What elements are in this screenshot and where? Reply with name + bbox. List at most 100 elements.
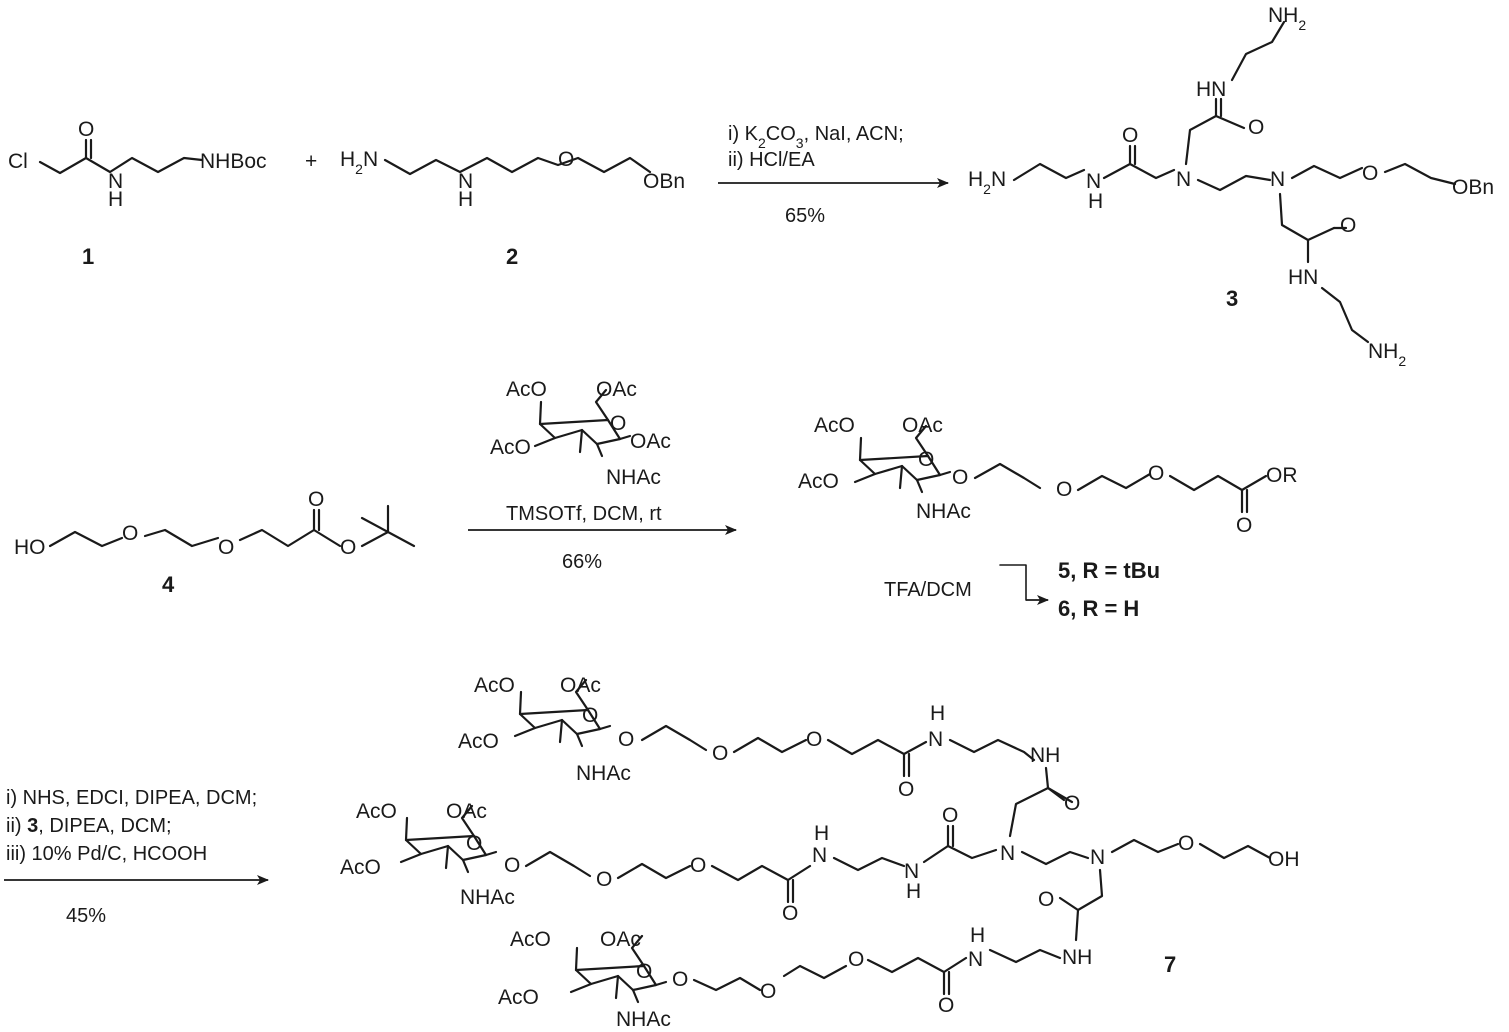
atom-oac: OAc <box>446 800 487 823</box>
atom-o: O <box>712 742 728 765</box>
atom-ho: HO <box>14 536 46 559</box>
compound-number-3: 3 <box>1226 286 1238 311</box>
atom-o: O <box>78 118 94 141</box>
atom-n: N <box>1086 170 1101 193</box>
atom-o: O <box>938 994 954 1017</box>
atom-o: O <box>1038 888 1054 911</box>
atom-aco: AcO <box>490 436 531 459</box>
atom-o: O <box>1340 214 1356 237</box>
atom-o: O <box>636 960 652 983</box>
atom-oac: OAc <box>560 674 601 697</box>
atom-obn: OBn <box>1452 176 1494 199</box>
compound-label-5: 5, R = tBu <box>1058 558 1160 583</box>
atom-o: O <box>610 412 626 435</box>
atom-o: O <box>1122 124 1138 147</box>
atom-o: O <box>1148 462 1164 485</box>
compound-number-2: 2 <box>506 244 518 269</box>
atom-o: O <box>504 854 520 877</box>
atom-o: O <box>618 728 634 751</box>
atom-n: N <box>968 948 983 971</box>
atom-h: H <box>814 822 829 845</box>
atom-o: O <box>690 854 706 877</box>
atom-hn: HN <box>1196 78 1226 101</box>
atom-o: O <box>1236 514 1252 537</box>
atom-n: N <box>928 728 943 751</box>
atom-nh: NH <box>1030 744 1060 767</box>
atom-o: O <box>760 980 776 1003</box>
compound-label-6: 6, R = H <box>1058 596 1139 621</box>
atom-n: N <box>1090 846 1105 869</box>
atom-n: N <box>1176 168 1191 191</box>
atom-o: O <box>942 804 958 827</box>
atom-oac: OAc <box>596 378 637 401</box>
atom-n: N <box>1000 842 1015 865</box>
atom-o: O <box>782 902 798 925</box>
atom-aco: AcO <box>814 414 855 437</box>
atom-o: O <box>596 868 612 891</box>
atom-obn: OBn <box>643 170 685 193</box>
atom-h2n: H2N <box>340 148 378 177</box>
atom-aco: AcO <box>458 730 499 753</box>
atom-o: O <box>1064 792 1080 815</box>
compound-4: HO O O O O 4 <box>14 488 416 597</box>
atom-o: O <box>1056 478 1072 501</box>
step4-conditions-line1: i) NHS, EDCI, DIPEA, DCM; <box>6 787 257 809</box>
atom-nh2: NH2 <box>1368 340 1406 369</box>
atom-aco: AcO <box>498 986 539 1009</box>
step2-yield: 66% <box>562 551 602 573</box>
step1-yield: 65% <box>785 205 825 227</box>
atom-n: N <box>904 860 919 883</box>
glycosyl-donor: AcO OAc AcO O OAc NHAc <box>490 378 671 489</box>
atom-o: O <box>898 778 914 801</box>
atom-cl: Cl <box>8 150 28 173</box>
step1-conditions-line1: i) K2CO3, NaI, ACN; <box>728 123 904 151</box>
atom-o: O <box>672 968 688 991</box>
atom-oac: OAc <box>600 928 641 951</box>
step4-yield: 45% <box>66 905 106 927</box>
atom-nhac: NHAc <box>460 886 515 909</box>
compound-1: Cl O N H NHBoc 1 <box>8 118 267 269</box>
atom-oac: OAc <box>630 430 671 453</box>
step4-conditions-line3: iii) 10% Pd/C, HCOOH <box>6 843 207 865</box>
atom-o: O <box>558 148 574 171</box>
compound-3: H2N N H O N O HN NH2 N O OBn O HN NH2 3 <box>968 4 1494 369</box>
step4-conditions-line2: ii) 3, DIPEA, DCM; <box>6 815 172 837</box>
atom-n: N <box>108 170 123 193</box>
atom-n: N <box>812 844 827 867</box>
atom-n: N <box>1270 168 1285 191</box>
atom-o: O <box>848 948 864 971</box>
compound-number-1: 1 <box>82 244 94 269</box>
atom-h: H <box>458 188 473 211</box>
atom-o: O <box>1178 832 1194 855</box>
compound-5-6: AcO OAc AcO O NHAc O O O O OR TFA/DCM 5,… <box>798 414 1298 621</box>
atom-aco: AcO <box>356 800 397 823</box>
plus-sign: + <box>305 150 317 173</box>
compound-7: AcO OAc AcO O NHAc O O O O N H NH O AcO … <box>340 674 1300 1031</box>
atom-nh: NH <box>1062 946 1092 969</box>
atom-h: H <box>906 880 921 903</box>
compound-number-4: 4 <box>162 572 175 597</box>
atom-h: H <box>930 702 945 725</box>
atom-o: O <box>582 704 598 727</box>
atom-o: O <box>308 488 324 511</box>
atom-h: H <box>108 188 123 211</box>
atom-aco: AcO <box>474 674 515 697</box>
atom-h: H <box>970 924 985 947</box>
atom-aco: AcO <box>506 378 547 401</box>
atom-o: O <box>1248 116 1264 139</box>
atom-oac: OAc <box>902 414 943 437</box>
atom-hn: HN <box>1288 266 1318 289</box>
atom-aco: AcO <box>798 470 839 493</box>
atom-oh: OH <box>1268 848 1300 871</box>
atom-nhac: NHAc <box>916 500 971 523</box>
compound-number-7: 7 <box>1164 952 1176 977</box>
atom-nhac: NHAc <box>616 1008 671 1031</box>
reaction-step-1: i) K2CO3, NaI, ACN; ii) HCl/EA 65% <box>718 123 949 227</box>
step3-conditions: TFA/DCM <box>884 579 972 601</box>
compound-2: H2N N H O OBn 2 <box>340 148 685 269</box>
reaction-step-4: i) NHS, EDCI, DIPEA, DCM; ii) 3, DIPEA, … <box>4 787 269 927</box>
atom-aco: AcO <box>510 928 551 951</box>
atom-n: N <box>458 170 473 193</box>
atom-o: O <box>918 448 934 471</box>
